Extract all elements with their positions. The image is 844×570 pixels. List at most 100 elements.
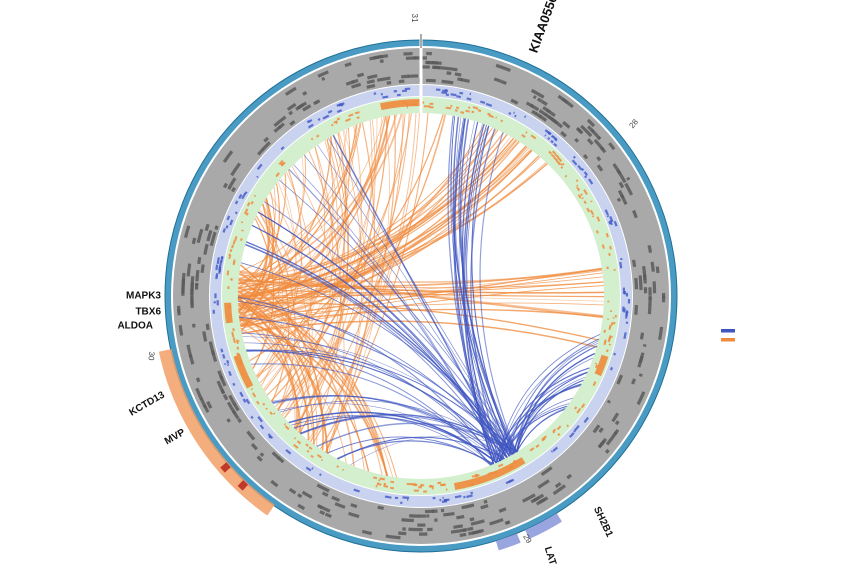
orange-link — [238, 154, 307, 309]
orange-track-mark — [278, 159, 284, 166]
blue-track-mark — [573, 430, 576, 433]
blue-track-mark — [285, 449, 292, 455]
gray-track-mark — [216, 380, 226, 395]
orange-track-mark — [390, 486, 394, 490]
orange-track-mark — [336, 465, 340, 468]
orange-link — [277, 171, 313, 411]
gray-track-mark — [385, 534, 401, 540]
blue-track-mark — [307, 123, 314, 129]
gray-track-mark — [407, 74, 419, 78]
gray-track-mark — [321, 491, 329, 497]
gray-track-mark — [402, 527, 406, 531]
gray-track-mark — [532, 95, 537, 100]
gray-track-mark — [334, 502, 346, 509]
orange-link — [237, 299, 310, 441]
orange-track-mark — [554, 153, 560, 159]
blue-link — [251, 363, 492, 466]
blue-track-mark — [225, 225, 229, 229]
blue-track-mark — [613, 352, 616, 356]
blue-track-mark — [256, 163, 263, 170]
gray-track-mark — [288, 110, 294, 116]
orange-track-mark — [411, 483, 417, 486]
blue-link — [245, 244, 505, 460]
orange-track-mark — [530, 134, 537, 140]
gray-track-mark — [638, 352, 645, 364]
gray-track-mark — [206, 400, 213, 409]
blue-link — [512, 376, 586, 455]
blue-track-mark — [606, 215, 610, 218]
orange-track-mark — [236, 346, 240, 350]
blue-link — [350, 435, 518, 466]
orange-link — [258, 211, 284, 387]
orange-link — [264, 146, 326, 392]
blue-track-mark — [480, 100, 486, 105]
gray-track-mark — [631, 259, 637, 267]
blue-track-mark — [373, 92, 377, 95]
orange-track-mark — [237, 340, 240, 342]
blue-link — [479, 132, 518, 453]
blue-link — [498, 406, 567, 462]
gray-track-mark — [194, 283, 199, 288]
orange-track-mark — [252, 392, 257, 398]
gray-track-mark — [552, 484, 567, 496]
blue-track-mark — [571, 159, 578, 166]
blue-link — [291, 415, 491, 466]
orange-link — [239, 302, 604, 322]
orange-track-mark — [413, 489, 420, 492]
gray-track-mark — [537, 479, 550, 489]
gray-track-mark — [418, 514, 426, 518]
blue-link — [246, 349, 517, 453]
gray-track-mark — [344, 62, 352, 68]
blue-track-mark — [220, 348, 224, 353]
blue-link — [461, 121, 501, 462]
gray-track-mark — [498, 507, 507, 513]
blue-track-mark — [442, 496, 444, 500]
gray-track-mark — [289, 120, 296, 126]
gray-track-mark — [408, 527, 423, 532]
blue-track-mark — [441, 500, 448, 503]
orange-track-mark — [594, 362, 598, 365]
gray-track-mark — [483, 499, 488, 504]
blue-track-mark — [508, 111, 512, 115]
blue-track-mark — [609, 366, 614, 371]
orange-link — [325, 116, 390, 453]
gray-track-mark — [259, 452, 265, 457]
orange-track-mark — [437, 481, 442, 485]
orange-track-mark — [610, 322, 614, 326]
gray-track-mark — [301, 490, 313, 499]
gray-track-mark — [263, 136, 270, 143]
blue-link — [241, 332, 499, 463]
gray-track-mark — [277, 122, 285, 130]
orange-link — [237, 173, 287, 290]
gray-track-mark — [530, 88, 545, 99]
gray-track-mark — [489, 518, 504, 526]
gray-track-mark — [318, 504, 331, 513]
gray-track-mark — [647, 303, 652, 315]
orange-track-mark — [559, 159, 562, 162]
blue-track-mark — [214, 293, 217, 299]
gray-track-mark — [460, 77, 470, 83]
blue-track-mark — [318, 473, 322, 477]
blue-track-mark — [229, 219, 234, 226]
gray-track-mark — [401, 518, 414, 523]
orange-track-mark — [608, 252, 611, 257]
gray-track-mark — [642, 274, 647, 280]
blue-track-mark — [322, 114, 330, 120]
orange-track-mark — [577, 194, 582, 199]
orange-track-mark — [316, 454, 322, 459]
blue-track-mark — [396, 93, 401, 97]
orange-track-mark — [590, 200, 593, 203]
gray-track-mark — [554, 481, 562, 489]
blue-track-mark — [583, 171, 589, 177]
gray-track-mark — [441, 79, 454, 85]
gray-track-mark — [596, 156, 602, 162]
orange-link — [256, 178, 296, 376]
blue-track-mark — [239, 391, 244, 398]
blue-track-mark — [221, 256, 224, 259]
orange-track-mark — [454, 109, 458, 112]
gray-track-mark — [183, 225, 191, 239]
gray-track-mark — [598, 427, 604, 434]
blue-track-mark — [394, 496, 399, 500]
blue-track-mark — [513, 111, 516, 114]
gray-track-mark — [598, 439, 606, 448]
